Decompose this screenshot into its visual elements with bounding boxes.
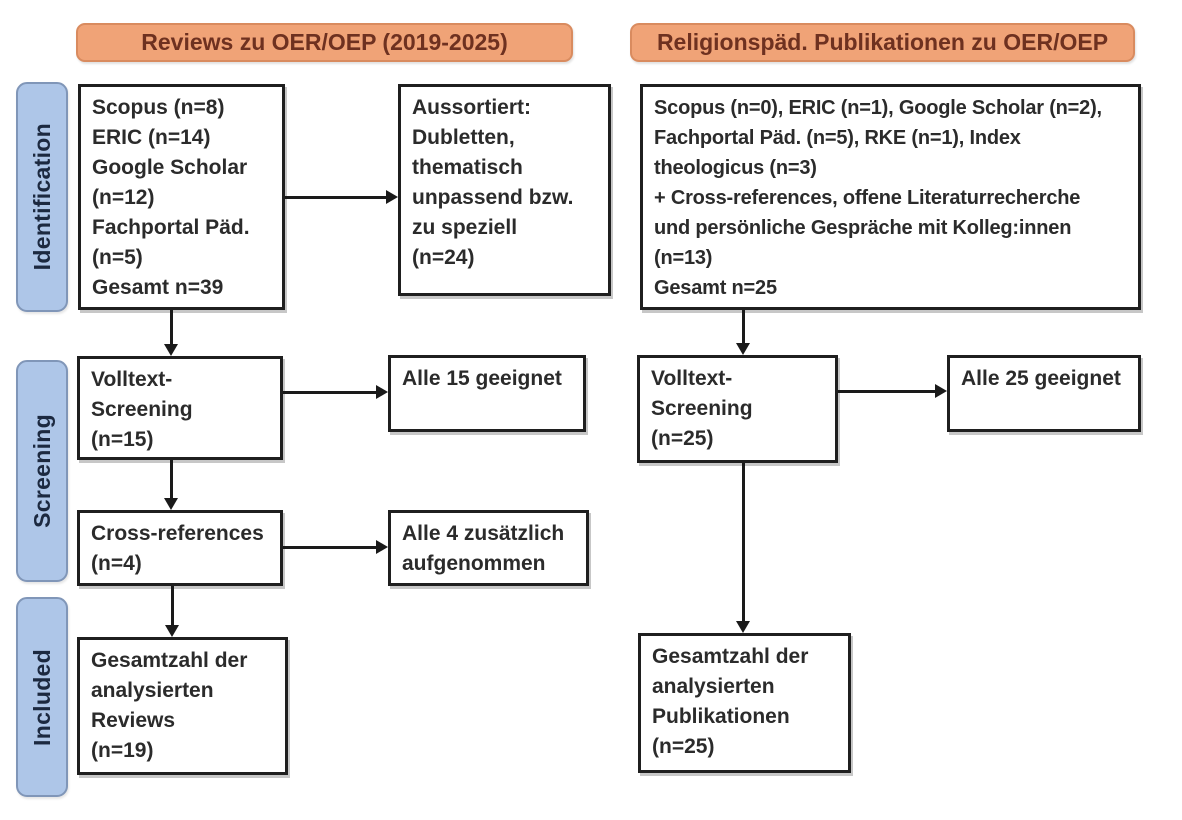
- column-header-religionspaed: Religionspäd. Publikationen zu OER/OEP: [630, 23, 1135, 62]
- arrow-head-icon: [736, 621, 750, 633]
- arrow-shaft: [169, 310, 173, 347]
- arrow-left-id-to-screening: [163, 310, 179, 356]
- arrow-shaft: [170, 586, 174, 628]
- arrow-right-screening-to-suitable: [838, 383, 947, 399]
- arrow-head-icon: [386, 190, 398, 204]
- box-left-identification-sources: Scopus (n=8) ERIC (n=14) Google Scholar …: [78, 84, 285, 310]
- arrow-left-id-to-excluded: [285, 189, 398, 205]
- arrow-shaft: [283, 545, 379, 549]
- stage-label-included: Included: [16, 597, 68, 797]
- arrow-head-icon: [376, 385, 388, 399]
- box-left-cross-references: Cross-references (n=4): [77, 510, 283, 586]
- box-right-identification-sources: Scopus (n=0), ERIC (n=1), Google Scholar…: [640, 84, 1141, 310]
- column-header-reviews: Reviews zu OER/OEP (2019-2025): [76, 23, 573, 62]
- arrow-shaft: [741, 463, 745, 624]
- stage-label-identification: Identification: [16, 82, 68, 312]
- box-right-fulltext-screening: Volltext- Screening (n=25): [637, 355, 838, 463]
- arrow-shaft: [169, 460, 173, 501]
- box-right-total-included: Gesamtzahl der analysierten Publikatione…: [638, 633, 851, 773]
- arrow-right-screening-to-total: [735, 463, 751, 633]
- box-left-additional-included: Alle 4 zusätzlich aufgenommen: [388, 510, 589, 586]
- arrow-shaft: [283, 390, 379, 394]
- stage-label-identification-text: Identification: [28, 123, 55, 271]
- arrow-head-icon: [736, 343, 750, 355]
- stage-label-included-text: Included: [28, 648, 55, 746]
- box-left-all-suitable: Alle 15 geeignet: [388, 355, 586, 432]
- arrow-head-icon: [164, 344, 178, 356]
- arrow-left-screening-to-crossref: [163, 460, 179, 510]
- box-left-fulltext-screening: Volltext- Screening (n=15): [77, 356, 283, 460]
- arrow-left-screening-to-suitable: [283, 384, 388, 400]
- arrow-shaft: [285, 195, 389, 199]
- arrow-head-icon: [164, 498, 178, 510]
- arrow-shaft: [838, 389, 938, 393]
- arrow-head-icon: [935, 384, 947, 398]
- arrow-right-id-to-screening: [735, 310, 751, 355]
- arrow-shaft: [741, 310, 745, 346]
- arrow-left-crossref-to-total: [164, 586, 180, 637]
- box-left-excluded: Aussortiert: Dubletten, thematisch unpas…: [398, 84, 611, 296]
- box-left-total-included: Gesamtzahl der analysierten Reviews (n=1…: [77, 637, 288, 775]
- box-right-all-suitable: Alle 25 geeignet: [947, 355, 1141, 432]
- stage-label-screening: Screening: [16, 360, 68, 582]
- arrow-head-icon: [165, 625, 179, 637]
- stage-label-screening-text: Screening: [28, 414, 55, 528]
- arrow-head-icon: [376, 540, 388, 554]
- arrow-left-crossref-to-additional: [283, 539, 388, 555]
